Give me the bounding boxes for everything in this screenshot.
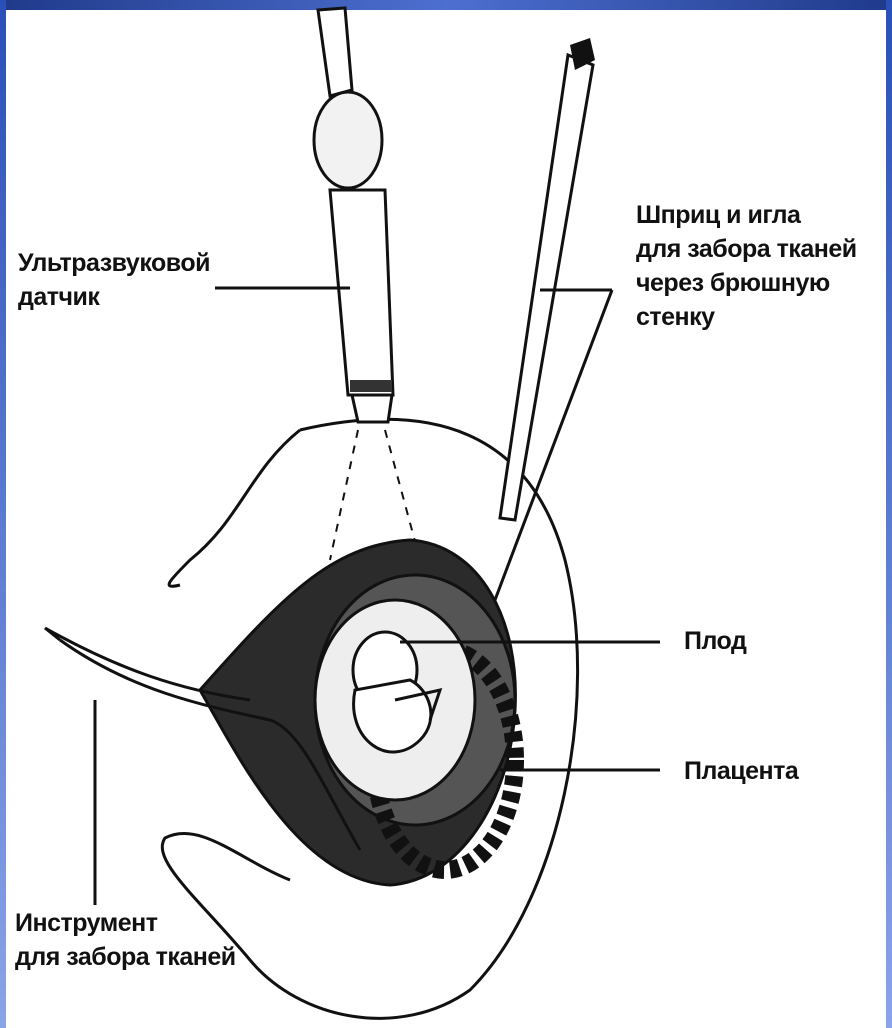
- label-placenta: Плацента: [684, 754, 798, 788]
- label-ultrasound-probe: Ультразвуковой датчик: [18, 246, 210, 314]
- label-syringe-needle: Шприц и игла для забора тканей через брю…: [636, 198, 892, 334]
- ultrasound-beam-left: [330, 430, 358, 560]
- label-instrument: Инструмент для забора тканей: [15, 906, 236, 974]
- uterus: [200, 540, 515, 885]
- label-fetus: Плод: [684, 624, 746, 658]
- syringe-icon: [500, 38, 595, 520]
- ultrasound-probe-icon: [314, 8, 393, 422]
- abdomen-upper-curve: [169, 430, 300, 586]
